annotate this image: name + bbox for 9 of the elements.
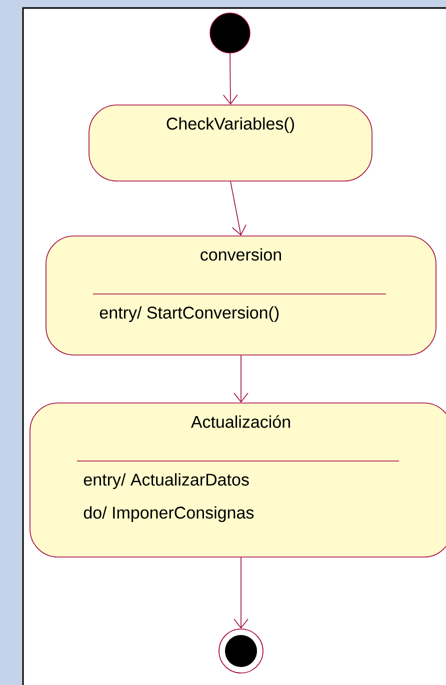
- arrow: [234, 557, 248, 629]
- state-box: Actualización entry/ ActualizarDatos do/ ImponerConsignas: [30, 402, 446, 558]
- final-state: [218, 628, 264, 674]
- arrow: [230, 181, 246, 236]
- initial-state: [210, 12, 250, 54]
- arrow: [234, 355, 248, 403]
- state-box: conversion entry/ StartConversion(): [46, 236, 436, 356]
- arrow: [223, 53, 238, 105]
- state-box: CheckVariables(): [88, 104, 372, 182]
